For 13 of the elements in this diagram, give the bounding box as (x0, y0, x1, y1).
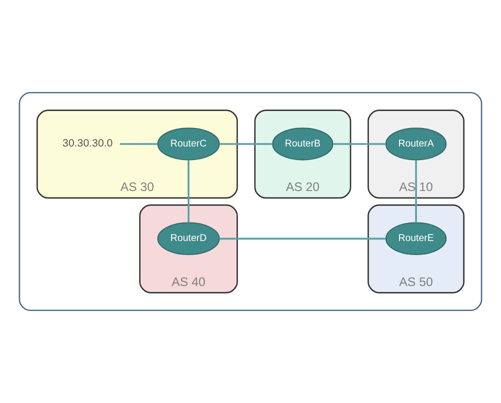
cluster (18, 92, 482, 312)
node-ellipse: RouterE (385, 222, 447, 256)
node-text: 30.30.30.0 (62, 138, 113, 150)
connector (220, 143, 272, 145)
connector (219, 238, 386, 240)
connector (188, 160, 190, 223)
connector (120, 143, 158, 145)
node-ellipse: RouterD (157, 222, 220, 256)
node-ellipse: RouterA (385, 128, 447, 160)
connector (415, 160, 417, 223)
node-ellipse: RouterB (272, 128, 334, 160)
connector (333, 143, 386, 145)
node-ellipse: RouterC (157, 128, 220, 160)
